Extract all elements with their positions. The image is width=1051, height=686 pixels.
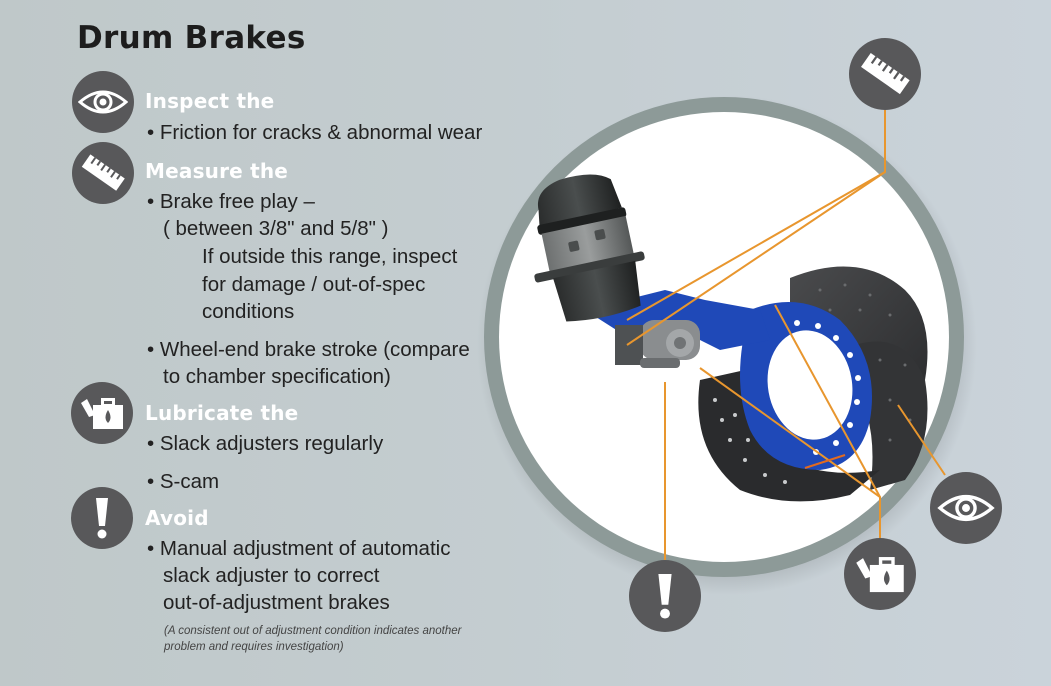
measure-item: for damage / out-of-spec xyxy=(202,273,426,296)
note-line: (A consistent out of adjustment conditio… xyxy=(164,625,462,637)
oil-can-icon xyxy=(71,382,133,444)
exclamation-icon xyxy=(71,487,133,549)
measure-item: • Brake free play – xyxy=(147,190,315,213)
ruler-icon xyxy=(72,142,134,204)
avoid-item: • Manual adjustment of automatic xyxy=(147,537,451,560)
measure-item: to chamber specification) xyxy=(163,365,391,388)
brake-chamber xyxy=(534,174,645,322)
measure-item: ( between 3/8" and 5/8" ) xyxy=(163,217,389,240)
measure-item: • Wheel-end brake stroke (compare xyxy=(147,338,470,361)
avoid-item: out-of-adjustment brakes xyxy=(163,591,390,614)
measure-item: conditions xyxy=(202,300,295,323)
slack-adjuster xyxy=(615,320,700,368)
page-title: Drum Brakes xyxy=(77,20,306,56)
eye-icon xyxy=(930,472,1002,544)
lubricate-item: • Slack adjusters regularly xyxy=(147,432,384,455)
note-line: problem and requires investigation) xyxy=(164,641,344,653)
section-heading-avoid: Avoid xyxy=(145,506,209,530)
lubricate-item: • S-cam xyxy=(147,470,220,493)
eye-icon xyxy=(72,71,134,133)
avoid-note: (A consistent out of adjustment conditio… xyxy=(164,623,461,655)
exclamation-icon xyxy=(629,560,701,632)
oil-can-icon xyxy=(844,538,916,610)
measure-item: If outside this range, inspect xyxy=(202,245,458,268)
callout-lines xyxy=(626,110,946,560)
ruler-icon xyxy=(849,38,921,110)
avoid-item: slack adjuster to correct xyxy=(163,564,380,587)
section-heading-inspect: Inspect the xyxy=(145,89,275,113)
section-heading-lubricate: Lubricate the xyxy=(145,401,299,425)
section-heading-measure: Measure the xyxy=(145,159,289,183)
inspect-item: • Friction for cracks & abnormal wear xyxy=(147,121,483,144)
